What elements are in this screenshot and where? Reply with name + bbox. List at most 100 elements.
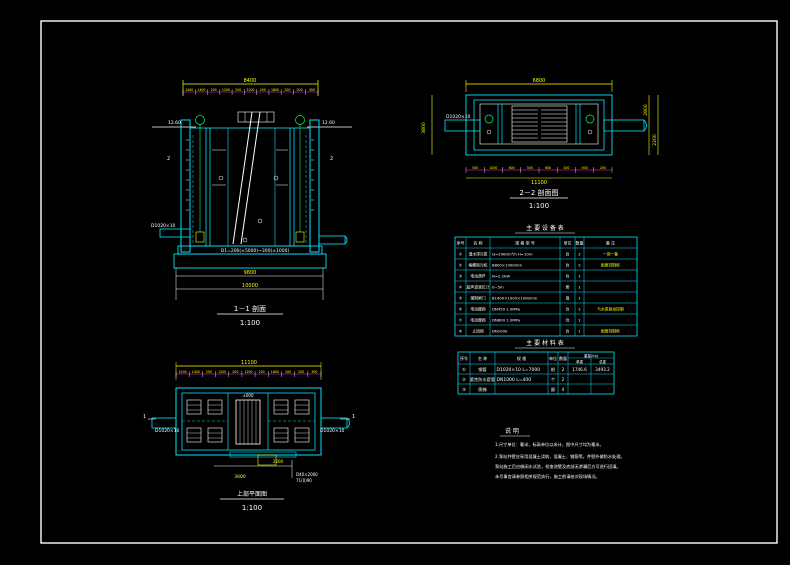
table-cell: ① [462, 367, 466, 372]
dim-segment-label: 200 [285, 370, 291, 374]
dim-segment-label: 200 [284, 88, 290, 92]
notes-title: 说 明 [505, 427, 519, 435]
pipe-right-label: D1020×10 [320, 428, 345, 434]
table-cell: DN800 1.0MPa [492, 318, 520, 323]
table-cell: 套 [566, 285, 570, 290]
section-title: 1－1 剖面 [234, 304, 266, 313]
pipe-left-label: D1020×10 [151, 223, 176, 229]
table-cell: ② [459, 263, 463, 268]
dim-segment-label: 300 [309, 88, 315, 92]
note-line: 1.尺寸单位：毫米，标高单位以米计，图中尺寸均为毫米。 [495, 441, 604, 448]
table-header-cell: 总重 [599, 359, 606, 364]
dim-segment-label: 200 [260, 88, 266, 92]
section-title: 2－2 剖面图 [519, 188, 558, 197]
dim-segment-label: 1200 [246, 88, 254, 92]
table-cell: 与水泵联动控制 [597, 307, 624, 312]
table-cell: 钢制闸门 [470, 296, 485, 301]
table-cell: 2 [562, 367, 565, 372]
table-title: 主 要 设 备 表 [526, 224, 564, 232]
small-note-a: D40×2000 [296, 472, 318, 477]
table-header-cell: 单位 [549, 355, 557, 361]
note-line: 未尽事宜请参照相关规范执行，施工前请核对现场情况。 [495, 473, 600, 480]
dim-segment-label: 300 [311, 370, 317, 374]
dim-segment-label: 1400 [179, 370, 187, 374]
dim-segment-label: 500 [472, 166, 478, 170]
table-cell: 台 [566, 329, 570, 334]
table-cell: 配套控制柜 [601, 263, 620, 268]
table-cell: DN450 1.0MPa [492, 307, 520, 312]
table-cell: 根 [551, 366, 556, 373]
table-cell: 1 [578, 285, 581, 290]
table-cell: 1 [578, 318, 581, 323]
sheet-frame [40, 20, 778, 544]
dim-segment-label: 600 [509, 166, 515, 170]
dim-segment-label: 200 [298, 370, 304, 374]
note-line: 2.泵站井壁应采用混凝土浇筑，混凝土、钢筋等。井壁外做防水处理。 [495, 453, 625, 460]
table-cell: N=2.2kW [492, 274, 510, 279]
section-title: 上部平面图 [237, 490, 267, 498]
dim-segment-label: 200 [232, 370, 238, 374]
pipe-left-label: D1020×10 [155, 428, 180, 434]
dim-segment-label: 1200 [222, 88, 230, 92]
section-scale: 1:100 [240, 319, 260, 327]
table-cell: 超声波液位计 [467, 285, 490, 290]
table-cell: ④ [459, 285, 463, 290]
dim-segment-label: 200 [600, 166, 606, 170]
table-cell: 1 [578, 329, 581, 334]
table-header-cell: 规 格 [517, 355, 526, 361]
table-cell: 2 [578, 307, 581, 312]
table-cell: 止回阀 [472, 329, 484, 334]
table-cell: ⑤ [459, 296, 463, 301]
table-cell: 4 [562, 387, 565, 392]
dim-total-top: 8400 [244, 78, 257, 84]
note-line: 泵站施工后应做闭水试验，检查池壁及底部无渗漏后方可进行回填。 [495, 463, 621, 470]
table-cell: D1020×10 L=7000 [497, 367, 541, 373]
dim-segment-label: 200 [563, 166, 569, 170]
dim-right-b: 2200 [652, 134, 658, 146]
dim-segment-label: 200 [235, 88, 241, 92]
table-cell: 台 [566, 263, 570, 268]
table-cell: ② [462, 377, 466, 382]
table-cell: ① [459, 252, 463, 257]
section-mark-right: 2 [330, 156, 333, 162]
table-header-cell: 规 格 型 号 [515, 240, 535, 246]
section-scale: 1:100 [529, 202, 549, 210]
dim-bottom-inner: 9800 [244, 270, 257, 276]
dim-bottom-total: 10000 [242, 283, 258, 289]
table-cell: 电动葫芦 [470, 274, 485, 279]
table-cell: 0~5m [492, 285, 504, 290]
table-cell: 潜水排污泵 [469, 252, 488, 257]
dim-segment-label: 500 [582, 166, 588, 170]
table-cell: ⑥ [459, 307, 463, 312]
table-header-cell: 名 称 [478, 355, 487, 361]
table-cell: ⑧ [459, 329, 463, 334]
table-cell: 柔性防水套管 [470, 376, 495, 383]
dim-segment-label: 1400 [197, 88, 205, 92]
dim-segment-label: 200 [297, 88, 303, 92]
table-header-cell: 备 注 [606, 240, 615, 246]
table-cell: 台 [566, 307, 570, 312]
dim-total-top: 6800 [533, 78, 546, 84]
table-header-cell: 序号 [460, 355, 468, 361]
table-cell: 副 [551, 386, 555, 393]
dim-bottom-total: 11100 [531, 180, 547, 186]
dim-segment-label: 1200 [244, 370, 252, 374]
section-2-2: 6800 D1020×10 3 [421, 78, 659, 210]
table-cell: Q=2900m³/h H=10m [492, 252, 533, 257]
table-cell: ③ [459, 274, 463, 279]
table-cell: B1400×1000×1000mm [492, 296, 538, 301]
table-cell: 个 [551, 377, 556, 382]
table-header-cell: 序号 [457, 240, 465, 246]
table-header-cell: 数量 [576, 240, 584, 246]
dim-segment-label: 1200 [218, 370, 226, 374]
pipe-left-label: D1020×10 [446, 114, 471, 120]
table-cell: 扇 [566, 296, 570, 301]
dim-segment-label: 1400 [185, 88, 193, 92]
